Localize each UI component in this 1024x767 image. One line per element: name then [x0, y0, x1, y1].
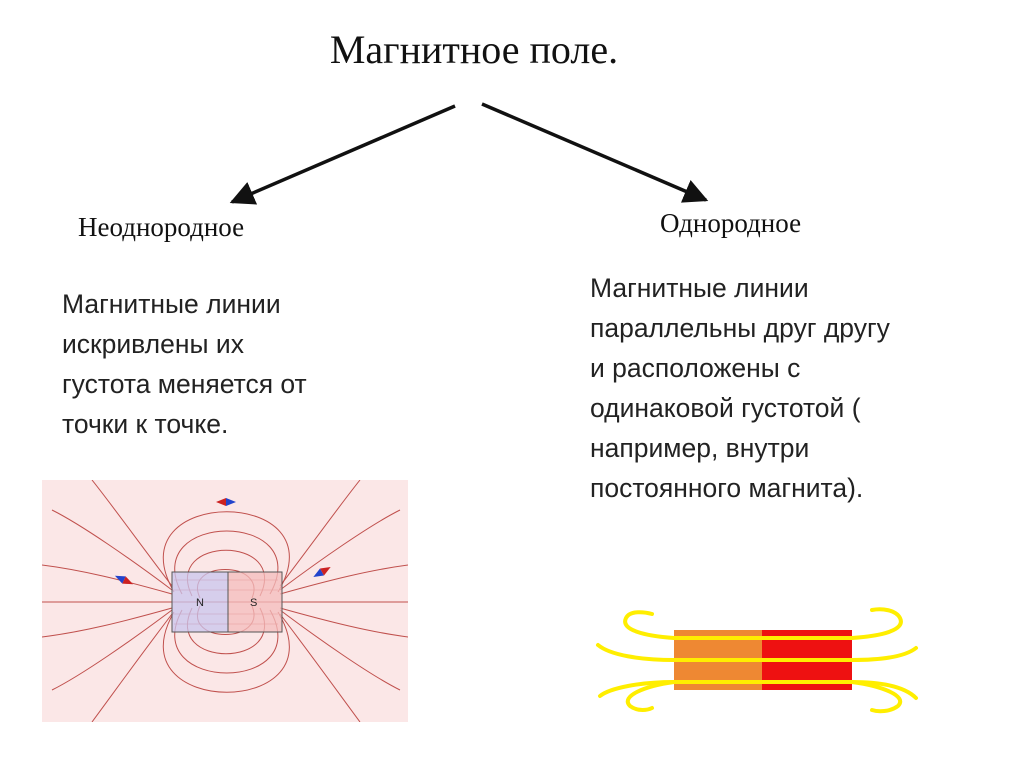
heading-nonuniform: Неоднородное — [78, 212, 244, 243]
heading-uniform: Однородное — [660, 208, 801, 239]
compass-needle-right — [311, 564, 332, 581]
compass-needle-top — [216, 498, 236, 506]
bar-magnet-svg — [590, 600, 920, 720]
uniform-field-illustration — [590, 600, 920, 720]
field-lines-svg: N S — [42, 480, 408, 722]
compass-needle-left — [113, 572, 135, 588]
uniform-description: Магнитные линии параллельны друг другу и… — [590, 268, 980, 508]
arrow-left — [232, 106, 455, 202]
pole-south-label: S — [250, 597, 257, 609]
field-lines-yellow — [598, 609, 916, 711]
arrow-right — [482, 104, 706, 200]
nonuniform-description: Магнитные линии искривлены их густота ме… — [62, 284, 382, 444]
pole-north-label: N — [196, 597, 204, 609]
nonuniform-field-illustration: N S — [42, 480, 408, 722]
